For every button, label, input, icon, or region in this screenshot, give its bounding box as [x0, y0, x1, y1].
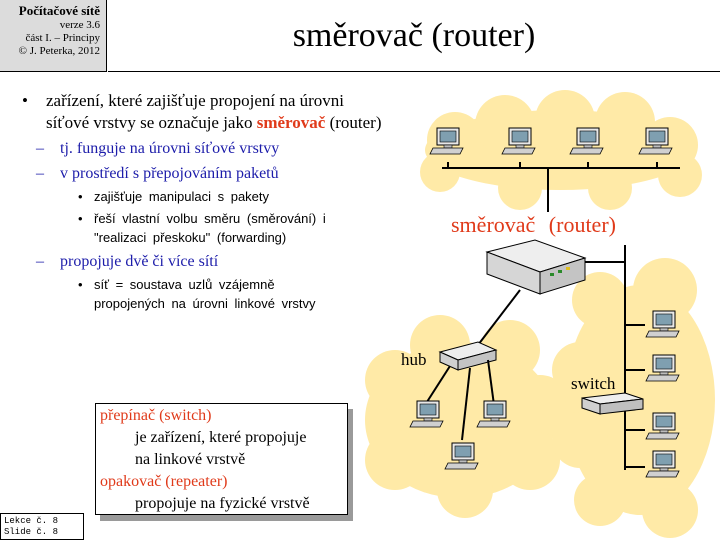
sub2-item-2: • řeší vlastní volbu směru (směrování) i…: [22, 209, 382, 247]
switch-desc-1: je zařízení, které propojuje: [135, 429, 307, 446]
router-label: směrovač (router): [448, 212, 619, 238]
sub3-item-1: • síť = soustava uzlů vzájemně propojený…: [22, 275, 382, 313]
bullet-list: • zařízení, které zajišťuje propojení na…: [22, 90, 382, 313]
sub-bullet-3: – propojuje dvě či více sítí: [22, 251, 382, 272]
router-icon: [485, 239, 587, 295]
course-name: Počítačové sítě: [18, 3, 100, 18]
sub-bullet-2-text: v prostředí s přepojováním paketů: [60, 165, 279, 182]
hub-label: hub: [401, 350, 427, 369]
bullet-dot-icon: •: [22, 91, 28, 110]
slide-number: Slide č. 8: [4, 527, 59, 537]
dash-icon: –: [36, 253, 44, 270]
bullet-dot-icon: •: [78, 189, 83, 204]
router-hub-link: [477, 289, 521, 346]
part-text: část I. – Principy: [25, 32, 100, 44]
lecture-number: Lekce č. 8: [4, 516, 59, 526]
copyright-text: © J. Peterka, 2012: [18, 45, 100, 57]
hub-network-cloud: [365, 315, 570, 518]
sub-bullet-2: – v prostředí s přepojováním paketů: [22, 163, 382, 184]
repeater-desc: propojuje na fyzické vrstvě: [135, 495, 310, 512]
header-info: Počítačové sítě verze 3.6 část I. – Prin…: [0, 0, 107, 72]
dash-icon: –: [36, 165, 44, 182]
bullet-dot-icon: •: [78, 277, 83, 292]
sub2-item-1: • zajišťuje manipulaci s pakety: [22, 187, 382, 206]
version-text: verze 3.6: [59, 19, 100, 31]
sub-bullet-1: – tj. funguje na úrovni síťové vrstvy: [22, 138, 382, 159]
main-bullet: • zařízení, které zajišťuje propojení na…: [22, 90, 382, 134]
bullet-tail: (router): [325, 113, 382, 132]
sub2-item-1-text: zajišťuje manipulaci s pakety: [94, 189, 270, 204]
repeater-term: opakovač (repeater): [100, 473, 228, 490]
switch-term: přepínač (switch): [100, 407, 212, 424]
sub2-item-2-text: řeší vlastní volbu směru (směrování) i "…: [94, 211, 326, 245]
dash-icon: –: [36, 140, 44, 157]
bullet-dot-icon: •: [78, 211, 83, 226]
hub-icon: [438, 341, 498, 371]
router-label-en: (router): [548, 212, 616, 237]
footer-slide-info: Lekce č. 8 Slide č. 8: [0, 513, 84, 540]
sub-bullet-1-text: tj. funguje na úrovni síťové vrstvy: [60, 140, 280, 157]
definition-box: přepínač (switch) je zařízení, které pro…: [95, 403, 348, 515]
router-label-cz: směrovač: [451, 212, 536, 237]
switch-icon: [581, 392, 644, 415]
slide-title: směrovač (router): [108, 0, 720, 72]
switch-label: switch: [571, 374, 616, 393]
switch-desc-2: na linkové vrstvě: [135, 451, 246, 468]
bullet-highlight: směrovač: [256, 113, 326, 132]
top-network-cloud: [420, 90, 702, 210]
bullet-text: zařízení, které zajišťuje propojení na ú…: [46, 91, 345, 132]
sub3-item-1-text: síť = soustava uzlů vzájemně propojených…: [94, 277, 316, 311]
sub-bullet-3-text: propojuje dvě či více sítí: [60, 253, 219, 270]
